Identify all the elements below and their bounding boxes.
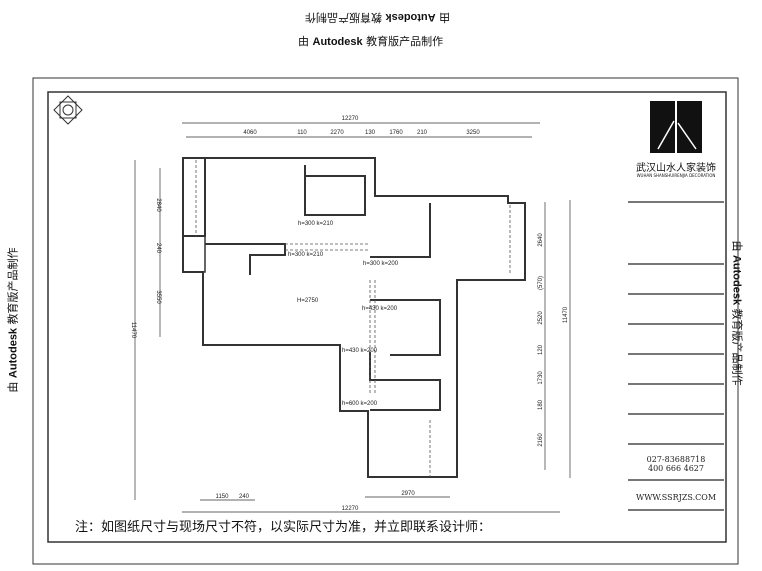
dim-bottom-total: 12270	[342, 506, 359, 512]
dimension-lines	[134, 122, 571, 513]
inner-frame	[47, 91, 727, 543]
openings	[195, 160, 511, 477]
watermark-top: 由 Autodesk 教育版产品制作	[298, 35, 444, 48]
dim-right: 2160	[538, 433, 544, 447]
dim-top: 2270	[330, 130, 344, 136]
opening-label: h=300 k=200	[363, 261, 399, 267]
dim-right: 2640	[538, 233, 544, 247]
company-name-en: WUHAN SHANSHUIRENJIA DECORATION	[636, 173, 716, 178]
dim-top: 110	[297, 130, 307, 136]
drawing-note: 注：如图纸尺寸与现场尺寸不符，以实际尺寸为准，并立即联系设计师：	[75, 520, 492, 535]
dim-top: 130	[365, 130, 376, 136]
dim-right: 120	[538, 344, 544, 355]
phone-2: 400 666 4627	[648, 464, 704, 473]
shaft	[182, 235, 206, 273]
dim-right: (570)	[538, 276, 544, 290]
dim-top: 210	[417, 130, 428, 136]
dim-left: 240	[155, 243, 161, 254]
company-name: 武汉山水人家装饰	[636, 163, 716, 174]
title-block: 武汉山水人家装饰 WUHAN SHANSHUIRENJIA DECORATION…	[628, 93, 724, 541]
opening-label: h=300 k=210	[288, 252, 324, 258]
compass-icon	[53, 95, 83, 125]
dim-top: 1760	[389, 130, 403, 136]
dim-right: 180	[538, 399, 544, 410]
dim-left-total: 11470	[130, 322, 136, 339]
opening-label: h=600 k=200	[342, 401, 378, 407]
field-cell	[628, 323, 724, 353]
website: WWW.SSRJZS.COM	[628, 479, 724, 509]
field-cell	[628, 383, 724, 413]
dim-bottom: 2970	[401, 491, 415, 497]
outer-frame	[32, 77, 739, 565]
opening-label: h=430 k=200	[362, 306, 398, 312]
dim-right: 1730	[538, 371, 544, 385]
dim-top: 4060	[243, 130, 257, 136]
opening-label: h=300 k=210	[298, 221, 334, 227]
field-cell	[628, 353, 724, 383]
dim-left: 2840	[155, 198, 161, 212]
field-cell	[628, 413, 724, 443]
dim-left: 3550	[155, 290, 161, 304]
notes-cell	[628, 201, 724, 263]
dim-right-total: 11470	[563, 306, 569, 323]
address-cell	[628, 509, 724, 541]
dim-bottom: 240	[239, 494, 250, 500]
walls	[182, 157, 526, 478]
dim-bottom: 1150	[216, 494, 230, 500]
dim-top-total: 12270	[342, 116, 359, 122]
opening-label: h=430 k=200	[342, 348, 378, 354]
field-cell	[628, 263, 724, 293]
dim-right: 2520	[538, 311, 544, 325]
company-logo	[650, 101, 702, 153]
field-cell	[628, 293, 724, 323]
dim-top: 3250	[466, 130, 480, 136]
room-height-label: H=2750	[297, 298, 319, 304]
phone-1: 027-83688718	[646, 455, 706, 464]
